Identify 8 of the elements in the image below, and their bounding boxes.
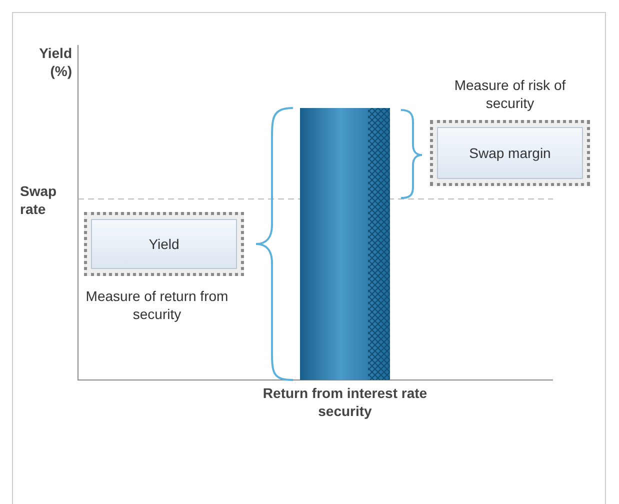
bar — [300, 108, 390, 380]
text-box: Yield — [91, 219, 237, 269]
axis-label: Yield (%) — [38, 44, 72, 80]
description-text: Measure of risk of security — [453, 76, 567, 112]
bar-label: Return from interest rate security — [262, 384, 428, 420]
axis-label: Swap rate — [20, 182, 58, 218]
text-box: Swap margin — [437, 127, 583, 179]
description-text: Measure of return from security — [84, 287, 230, 323]
